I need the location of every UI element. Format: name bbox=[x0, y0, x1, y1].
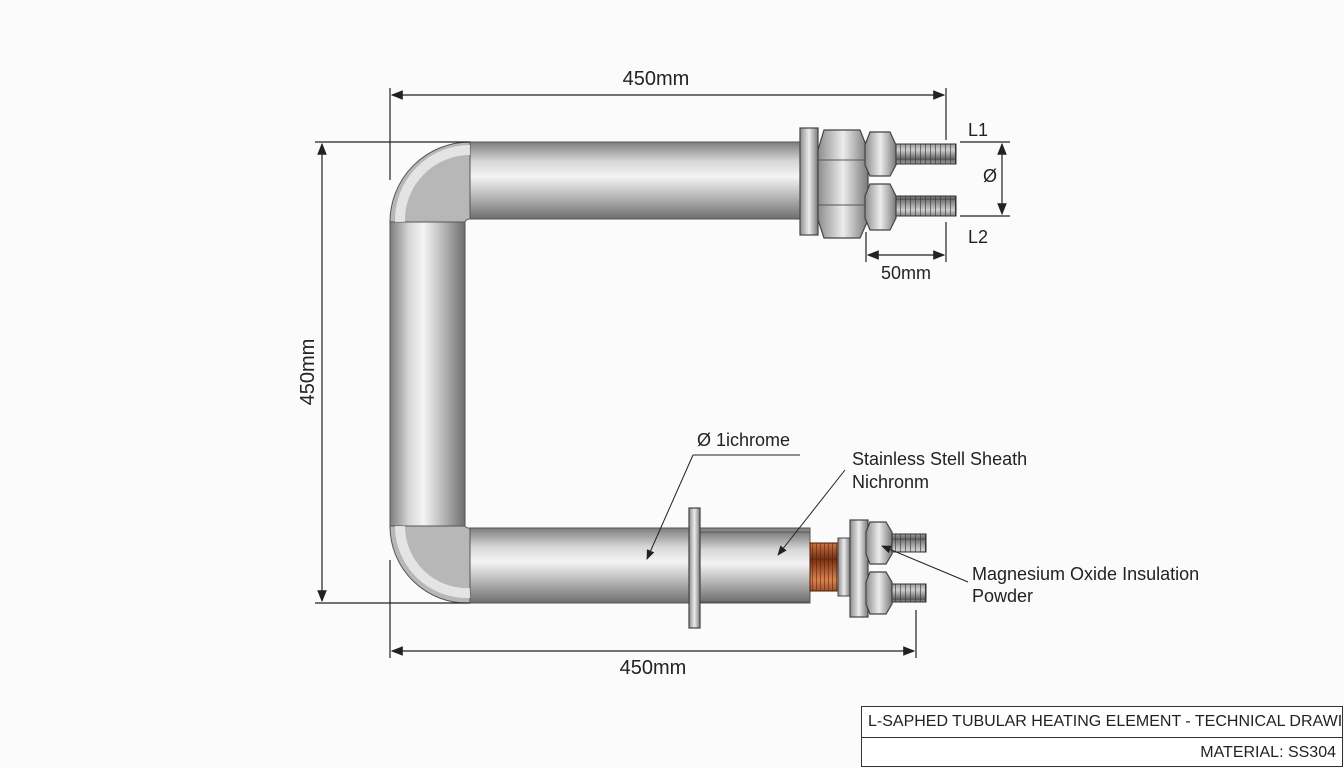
tube-top-bend bbox=[389, 141, 471, 223]
diameter-symbol: Ø bbox=[983, 166, 997, 186]
terminal-length-label: 50mm bbox=[881, 263, 931, 283]
bottom-flange bbox=[849, 519, 869, 618]
top-terminal-assembly bbox=[799, 127, 957, 239]
material-label: MATERIAL: SS304 bbox=[1200, 744, 1336, 761]
nichrome-callout: Ø 1ichrome bbox=[697, 430, 790, 450]
drawing-title: L-SAPHED TUBULAR HEATING ELEMENT - TECHN… bbox=[862, 707, 1342, 738]
mounting-flange bbox=[688, 507, 701, 629]
tube-bottom-bend bbox=[389, 525, 471, 604]
sheath-callout-line1: Stainless Stell Sheath bbox=[852, 449, 1027, 469]
copper-coil-insulation bbox=[809, 542, 839, 592]
terminal-l1 bbox=[864, 131, 957, 177]
top-flange bbox=[799, 127, 819, 236]
top-hex-nut bbox=[817, 129, 869, 239]
title-block: L-SAPHED TUBULAR HEATING ELEMENT - TECHN… bbox=[861, 706, 1343, 767]
dimension-lines bbox=[315, 88, 1010, 658]
terminal-l1-label: L1 bbox=[968, 120, 988, 140]
bottom-width-label: 450mm bbox=[620, 657, 687, 679]
bottom-terminal-assembly bbox=[688, 507, 927, 629]
sheath-callout-line2: Nichronm bbox=[852, 472, 929, 492]
tube-vertical-straight bbox=[389, 219, 466, 529]
insulation-callout-line1: Magnesium Oxide Insulation bbox=[972, 564, 1199, 584]
terminal-l2 bbox=[864, 183, 957, 231]
insulation-callout-line2: Powder bbox=[972, 586, 1033, 606]
heating-tube bbox=[389, 141, 811, 604]
callout-leaders bbox=[646, 454, 969, 583]
tube-bottom-sleeve bbox=[699, 531, 811, 603]
tube-top-straight bbox=[469, 141, 806, 220]
top-width-label: 450mm bbox=[623, 68, 690, 90]
bottom-collar bbox=[837, 537, 851, 597]
height-label: 450mm bbox=[297, 339, 319, 406]
terminal-l2-label: L2 bbox=[968, 227, 988, 247]
